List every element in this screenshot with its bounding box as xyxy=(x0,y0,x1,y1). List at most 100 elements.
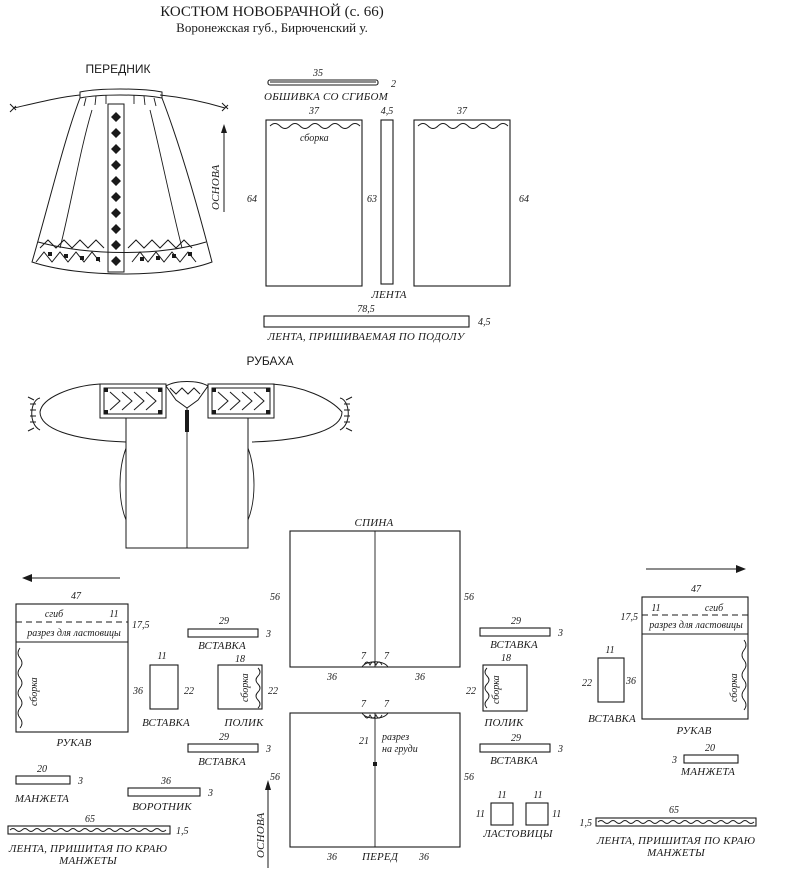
left-cuff-ribbon-piece: 65 1,5 ЛЕНТА, ПРИШИТАЯ ПО КРАЮ МАНЖЕТЫ xyxy=(7,814,189,867)
shirt-heading: РУБАХА xyxy=(247,354,294,368)
right-sleeve-cut-label: разрез для ластовицы xyxy=(648,620,743,631)
back-label: СПИНА xyxy=(355,517,394,529)
hem-ribbon-width: 4,5 xyxy=(478,317,491,328)
right-insert-bottom-width: 3 xyxy=(557,744,563,755)
gusset-size-3: 11 xyxy=(533,790,542,801)
apron-hem-ribbon-piece: 78,5 4,5 ЛЕНТА, ПРИШИВАЕМАЯ ПО ПОДОЛУ xyxy=(263,304,491,343)
apron-left-width: 37 xyxy=(308,106,320,117)
shirt-back-piece: СПИНА 7 7 56 56 36 36 xyxy=(270,517,474,683)
front-height-right: 56 xyxy=(464,772,474,783)
left-cuff-length: 20 xyxy=(37,764,47,775)
left-cuff-ribbon-label-2: МАНЖЕТЫ xyxy=(58,855,118,867)
front-slit-label-1: разрез xyxy=(381,732,409,743)
right-polik-width: 18 xyxy=(501,653,511,664)
front-slit-length: 21 xyxy=(359,736,369,747)
left-sleeve-gather-label: сборка xyxy=(29,677,40,706)
apron-gather-label: сборка xyxy=(300,133,329,144)
apron-heading: ПЕРЕДНИК xyxy=(85,62,150,76)
right-cuff-label: МАНЖЕТА xyxy=(680,766,735,778)
left-sleeve-fold-label: сгиб xyxy=(45,609,64,620)
left-insert-mid-width: 11 xyxy=(157,651,166,662)
gusset-size-2: 11 xyxy=(476,809,485,820)
back-height-right: 56 xyxy=(464,592,474,603)
right-sleeve-height: 36 xyxy=(625,676,636,687)
right-insert-top-piece: 29 3 ВСТАВКА xyxy=(479,616,563,651)
right-insert-mid-piece: 11 22 ВСТАВКА xyxy=(582,645,636,725)
back-bottom-left: 36 xyxy=(326,672,337,683)
front-bottom-right: 36 xyxy=(418,852,429,863)
front-slit-label-2: на груди xyxy=(382,744,418,755)
back-neck-right: 7 xyxy=(384,651,390,662)
right-cuff-piece: 20 3 МАНЖЕТА xyxy=(671,743,739,778)
back-neck-left: 7 xyxy=(361,651,367,662)
left-sleeve-height: 36 xyxy=(132,686,143,697)
facing-label: ОБШИВКА СО СГИБОМ xyxy=(264,91,389,103)
left-polik-piece: 18 сборка 22 ПОЛИК xyxy=(217,654,278,729)
page-subtitle: Воронежская губ., Бирюченский у. xyxy=(176,20,368,35)
right-polik-piece: 18 сборка 22 ПОЛИК xyxy=(466,653,528,729)
front-height-left: 56 xyxy=(270,772,280,783)
right-cuff-ribbon-label-2: МАНЖЕТЫ xyxy=(646,847,706,859)
front-bottom-left: 36 xyxy=(326,852,337,863)
left-polik-gather-label: сборка xyxy=(240,673,251,702)
right-cuff-ribbon-label-1: ЛЕНТА, ПРИШИТАЯ ПО КРАЮ xyxy=(596,835,756,847)
right-cuff-ribbon-piece: 65 1,5 ЛЕНТА, ПРИШИТАЯ ПО КРАЮ МАНЖЕТЫ xyxy=(580,805,757,859)
right-insert-mid-height: 22 xyxy=(582,678,592,689)
right-insert-mid-label: ВСТАВКА xyxy=(588,713,636,725)
left-insert-mid-piece: 11 22 ВСТАВКА xyxy=(142,651,194,729)
facing-width: 2 xyxy=(391,79,396,90)
ribbon-width: 4,5 xyxy=(381,106,394,117)
right-polik-height: 22 xyxy=(466,686,476,697)
gussets-label: ЛАСТОВИЦЫ xyxy=(482,828,554,840)
left-cuff-width: 3 xyxy=(77,776,83,787)
left-cuff-piece: 20 3 МАНЖЕТА xyxy=(14,764,83,805)
shirt-grain-arrow: ОСНОВА xyxy=(255,780,271,868)
apron-panel-right: 37 64 xyxy=(413,106,529,287)
ribbon-label: ЛЕНТА xyxy=(370,289,406,301)
apron-illustration xyxy=(9,88,229,275)
front-label: ПЕРЕД xyxy=(361,851,399,863)
apron-right-height: 64 xyxy=(519,194,529,205)
left-polik-label: ПОЛИК xyxy=(223,717,264,729)
right-insert-mid-width: 11 xyxy=(605,645,614,656)
apron-middle-height: 63 xyxy=(367,194,377,205)
right-polik-label: ПОЛИК xyxy=(483,717,524,729)
gussets-piece: 11 11 11 11 ЛАСТОВИЦЫ xyxy=(476,790,562,840)
apron-panel-left: 37 сборка 64 xyxy=(247,106,363,287)
shirt-grain-label: ОСНОВА xyxy=(255,813,267,858)
left-insert-top-width: 3 xyxy=(265,629,271,640)
right-cuff-length: 20 xyxy=(705,743,715,754)
left-sleeve-cut-label: разрез для ластовицы xyxy=(26,628,121,639)
apron-facing-piece: 35 2 ОБШИВКА СО СГИБОМ xyxy=(264,68,396,103)
right-cuff-ribbon-length: 65 xyxy=(669,805,679,816)
right-polik-gather-label: сборка xyxy=(491,675,502,704)
right-cuff-width: 3 xyxy=(671,755,677,766)
right-insert-top-width: 3 xyxy=(557,628,563,639)
front-neck-left: 7 xyxy=(361,699,367,710)
collar-piece: 36 3 ВОРОТНИК xyxy=(127,776,213,813)
right-sleeve-width: 47 xyxy=(691,584,702,595)
left-cuff-ribbon-length: 65 xyxy=(85,814,95,825)
right-sleeve-piece: 47 11 сгиб 17,5 разрез для ластовицы сбо… xyxy=(621,584,749,737)
apron-right-width: 37 xyxy=(456,106,468,117)
left-sleeve-cut-offset: 17,5 xyxy=(132,620,150,631)
left-insert-bottom-piece: 29 3 ВСТАВКА xyxy=(187,732,271,768)
apron-ribbon-piece: 4,5 ЛЕНТА xyxy=(370,106,406,301)
left-direction-arrow xyxy=(22,574,120,582)
back-height-left: 56 xyxy=(270,592,280,603)
left-insert-mid-label: ВСТАВКА xyxy=(142,717,190,729)
right-sleeve-gather-label: сборка xyxy=(729,673,740,702)
apron-grain-label: ОСНОВА xyxy=(210,165,222,210)
left-insert-bottom-label: ВСТАВКА xyxy=(198,756,246,768)
right-insert-bottom-piece: 29 3 ВСТАВКА xyxy=(479,733,563,767)
right-sleeve-label: РУКАВ xyxy=(675,725,711,737)
left-sleeve-fold-offset: 11 xyxy=(109,609,118,620)
right-cuff-ribbon-width: 1,5 xyxy=(580,818,593,829)
right-sleeve-fold-label: сгиб xyxy=(705,603,724,614)
left-polik-height: 22 xyxy=(268,686,278,697)
shirt-front-piece: 7 7 21 разрез на груди 56 56 36 ПЕРЕД 36 xyxy=(270,699,474,863)
gusset-size-4: 11 xyxy=(552,809,561,820)
left-insert-top-length: 29 xyxy=(219,616,229,627)
left-cuff-ribbon-width: 1,5 xyxy=(176,826,189,837)
